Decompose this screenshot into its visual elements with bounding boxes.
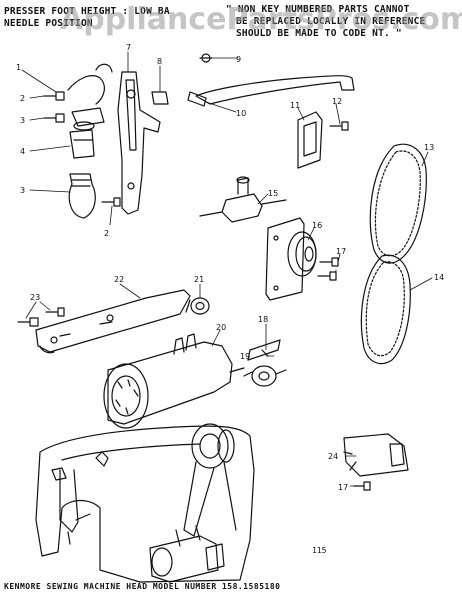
header-right-line-1: " NON KEY NUMBERED PARTS CANNOT <box>226 4 410 15</box>
wire-lead <box>67 63 113 105</box>
callout-11: 11 <box>290 101 300 110</box>
hinge-bracket <box>297 111 349 169</box>
motor-belt-upper <box>369 143 427 264</box>
pulley-bracket <box>265 217 339 301</box>
presser-bar-assembly <box>117 71 169 215</box>
footer-model-line: KENMORE SEWING MACHINE HEAD MODEL NUMBER… <box>4 582 281 591</box>
leader-lines <box>21 51 433 487</box>
callout-15: 15 <box>268 189 278 198</box>
callout-4: 4 <box>20 147 25 156</box>
page-number: 115 <box>312 546 327 555</box>
light-bulb <box>68 173 96 219</box>
callout-2a: 2 <box>20 94 25 103</box>
watermark: AppliancePartsPros.com <box>60 2 462 37</box>
machine-base-motor <box>149 525 225 583</box>
callout-16: 16 <box>312 221 322 230</box>
callout-9: 9 <box>236 55 241 64</box>
callout-2b: 2 <box>104 229 109 238</box>
callout-labels: 1 2 2 3 3 4 7 8 9 10 11 12 13 14 15 16 1… <box>16 43 444 492</box>
callout-8: 8 <box>157 57 162 66</box>
light-cover <box>343 433 409 491</box>
callout-7: 7 <box>126 43 131 52</box>
callout-3a: 3 <box>20 116 25 125</box>
callout-12: 12 <box>332 97 342 106</box>
callout-22: 22 <box>114 275 124 284</box>
motor-belt-lower <box>360 254 411 365</box>
callout-17a: 17 <box>336 247 346 256</box>
machine-drive-belt <box>183 423 237 537</box>
motor-bushing <box>185 297 210 315</box>
thread-lever <box>187 53 355 107</box>
callout-23: 23 <box>30 293 40 302</box>
header-right-line-3: SHOULD BE MADE TO CODE NT. " <box>236 28 402 39</box>
callout-1: 1 <box>16 63 21 72</box>
header-left-line-2: NEEDLE POSITION <box>4 18 93 29</box>
screws-left <box>43 91 121 207</box>
callout-18: 18 <box>258 315 268 324</box>
motor-mount-bracket <box>35 289 191 354</box>
callout-20: 20 <box>216 323 226 332</box>
callout-13: 13 <box>424 143 434 152</box>
motor-pulley <box>243 339 287 387</box>
callout-3b: 3 <box>20 186 25 195</box>
speed-control <box>199 176 287 223</box>
callout-10: 10 <box>236 109 246 118</box>
header-right-line-2: BE REPLACED LOCALLY IN REFERENCE <box>236 16 426 27</box>
sewing-motor <box>103 333 245 429</box>
machine-head-outline <box>35 425 255 583</box>
callout-14: 14 <box>434 273 444 282</box>
header-left-line-1: PRESSER FOOT HEIGHT : LOW BA <box>4 6 170 17</box>
callout-24: 24 <box>328 452 338 461</box>
callout-19: 19 <box>240 352 250 361</box>
callout-21: 21 <box>194 275 204 284</box>
callout-17b: 17 <box>338 483 348 492</box>
lamp-socket <box>69 107 105 159</box>
screws-23 <box>17 307 65 327</box>
